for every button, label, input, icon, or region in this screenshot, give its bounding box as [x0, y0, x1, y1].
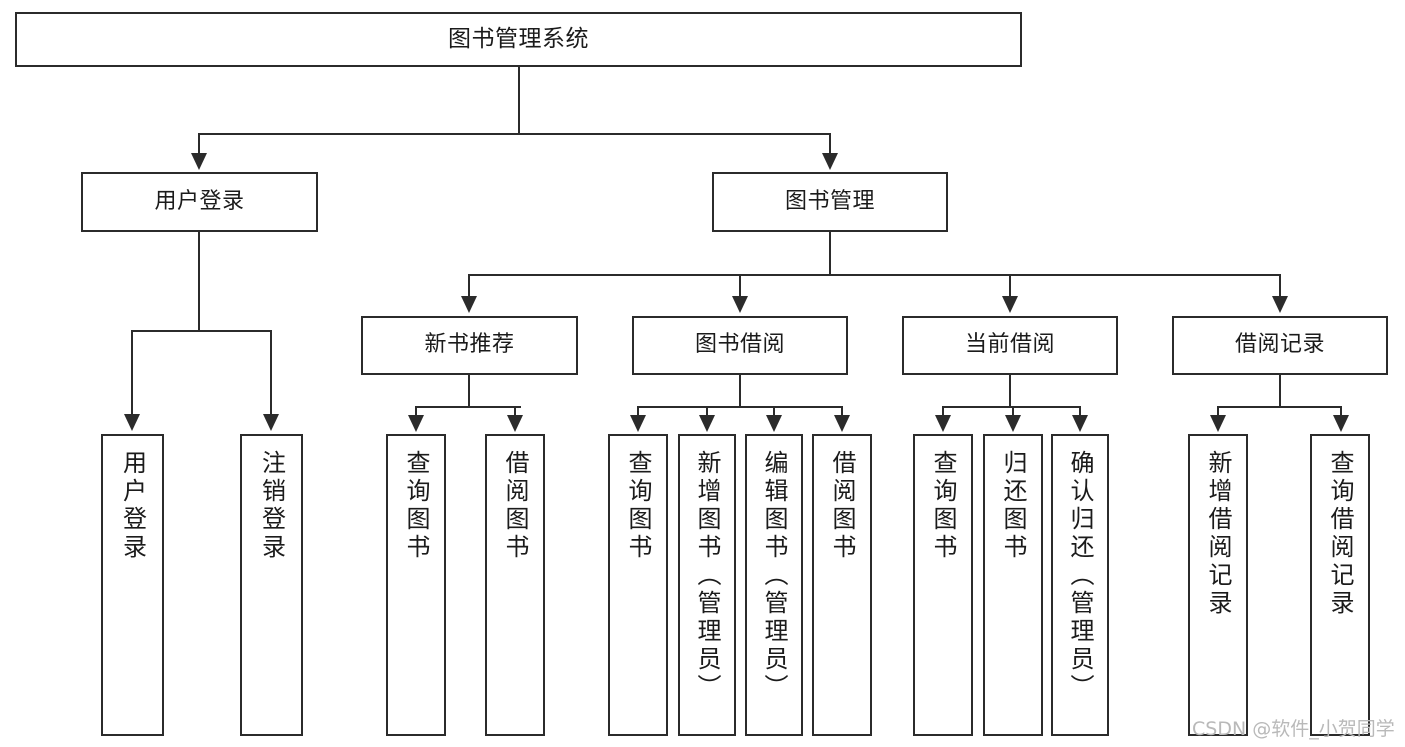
edge-user-login-to-login [131, 330, 133, 415]
arrowhead-book-mgmt-to-borrow [732, 296, 748, 313]
edge-book-mgmt-to-borrow [739, 274, 741, 297]
leaf-newbooks-borrow-book[interactable]: 借阅图书 [485, 434, 545, 736]
arrowhead-root-to-user-login [191, 153, 207, 170]
node-label: 图书管理系统 [448, 25, 589, 52]
node-label: 借阅记录 [1234, 332, 1325, 358]
edge-book-mgmt-to-records [1279, 274, 1281, 297]
arrowhead-current-to-return [1005, 415, 1021, 432]
arrowhead-user-login-to-login [124, 414, 140, 431]
node-label: 用户登录 [118, 450, 147, 562]
edge-borrow-bus [637, 406, 842, 408]
leaf-user-logout[interactable]: 注销登录 [240, 434, 303, 736]
arrowhead-current-to-confirm [1072, 415, 1088, 432]
node-label: 借阅图书 [501, 450, 529, 562]
arrowhead-borrow-to-add [699, 415, 715, 432]
node-label: 归还图书 [999, 450, 1027, 562]
leaf-current-return-book[interactable]: 归还图书 [983, 434, 1043, 736]
edge-current-bus [942, 406, 1080, 408]
arrowhead-user-login-to-logout [263, 414, 279, 431]
edge-user-login-stem [198, 232, 200, 332]
edge-borrow-to-edit [773, 406, 775, 416]
edge-book-mgmt-stem [829, 232, 831, 276]
node-label: 注销登录 [257, 450, 286, 562]
leaf-current-query-book[interactable]: 查询图书 [913, 434, 973, 736]
edge-records-to-add [1217, 406, 1219, 416]
edge-new-books-bus [415, 406, 521, 408]
leaf-borrow-add-book-admin[interactable]: 新增图书（管理员） [678, 434, 736, 736]
edge-borrow-stem [739, 375, 741, 408]
arrowhead-borrow-to-query [630, 415, 646, 432]
leaf-borrow-query-book[interactable]: 查询图书 [608, 434, 668, 736]
node-book-borrow[interactable]: 图书借阅 [632, 316, 848, 375]
edge-borrow-to-query [637, 406, 639, 416]
edge-book-mgmt-to-new-books [468, 274, 470, 297]
edge-new-books-to-query [415, 406, 417, 416]
edge-records-stem [1279, 375, 1281, 408]
node-current-borrow[interactable]: 当前借阅 [902, 316, 1118, 375]
node-label: 查询图书 [624, 450, 652, 562]
edge-records-to-query [1340, 406, 1342, 416]
node-label: 新增图书（管理员） [693, 450, 721, 702]
edge-current-to-return [1012, 406, 1014, 416]
edge-root-stem [518, 67, 520, 134]
edge-book-mgmt-bus [468, 274, 1280, 276]
node-label: 编辑图书（管理员） [760, 450, 788, 702]
edge-current-stem [1009, 375, 1011, 408]
edge-new-books-stem [468, 375, 470, 408]
edge-book-mgmt-to-current [1009, 274, 1011, 297]
edge-root-to-book-mgmt [829, 133, 831, 155]
edge-user-login-to-logout [270, 330, 272, 415]
leaf-borrow-edit-book-admin[interactable]: 编辑图书（管理员） [745, 434, 803, 736]
node-label: 图书管理 [784, 188, 875, 214]
node-new-book-recommend[interactable]: 新书推荐 [361, 316, 578, 375]
edge-current-to-confirm [1079, 406, 1081, 416]
arrowhead-borrow-to-lend [834, 415, 850, 432]
edge-borrow-to-add [706, 406, 708, 416]
node-label: 新增借阅记录 [1204, 450, 1232, 618]
node-label: 借阅图书 [828, 450, 856, 562]
arrowhead-borrow-to-edit [766, 415, 782, 432]
arrowhead-records-to-add [1210, 415, 1226, 432]
edge-borrow-to-lend [841, 406, 843, 416]
node-user-login[interactable]: 用户登录 [81, 172, 318, 232]
node-label: 查询图书 [929, 450, 957, 562]
edge-current-to-query [942, 406, 944, 416]
node-root-system[interactable]: 图书管理系统 [15, 12, 1022, 67]
leaf-current-confirm-return-admin[interactable]: 确认归还（管理员） [1051, 434, 1109, 736]
leaf-newbooks-query-book[interactable]: 查询图书 [386, 434, 446, 736]
node-book-management[interactable]: 图书管理 [712, 172, 948, 232]
edge-root-bus [198, 133, 831, 135]
node-label: 当前借阅 [964, 332, 1055, 358]
arrowhead-book-mgmt-to-records [1272, 296, 1288, 313]
node-label: 图书借阅 [694, 332, 785, 358]
arrowhead-book-mgmt-to-current [1002, 296, 1018, 313]
node-label: 确认归还（管理员） [1066, 450, 1094, 702]
arrowhead-new-books-to-borrow [507, 415, 523, 432]
edge-user-login-bus [131, 330, 271, 332]
arrowhead-book-mgmt-to-new-books [461, 296, 477, 313]
edge-root-to-user-login [198, 133, 200, 155]
node-label: 查询借阅记录 [1326, 450, 1354, 618]
node-label: 查询图书 [402, 450, 430, 562]
arrowhead-root-to-book-mgmt [822, 153, 838, 170]
edge-new-books-to-borrow [514, 406, 516, 416]
node-borrow-records[interactable]: 借阅记录 [1172, 316, 1388, 375]
leaf-user-login[interactable]: 用户登录 [101, 434, 164, 736]
arrowhead-new-books-to-query [408, 415, 424, 432]
leaf-borrow-lend-book[interactable]: 借阅图书 [812, 434, 872, 736]
arrowhead-records-to-query [1333, 415, 1349, 432]
leaf-records-query-record[interactable]: 查询借阅记录 [1310, 434, 1370, 736]
arrowhead-current-to-query [935, 415, 951, 432]
node-label: 新书推荐 [424, 332, 515, 358]
leaf-records-add-record[interactable]: 新增借阅记录 [1188, 434, 1248, 736]
edge-records-bus [1217, 406, 1342, 408]
node-label: 用户登录 [154, 188, 245, 214]
